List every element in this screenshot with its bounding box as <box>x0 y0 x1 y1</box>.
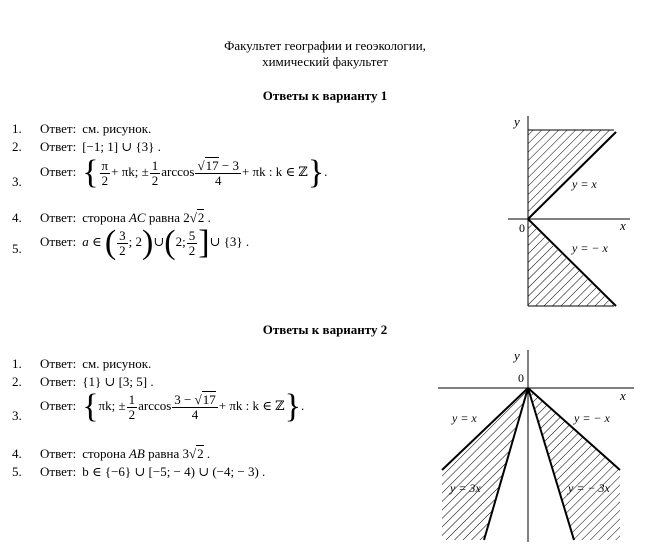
v2-line-y-eq-neg-3x <box>527 387 575 541</box>
variant1-title: Ответы к варианту 1 <box>262 88 388 103</box>
v2-label-y-eq-x: y = x <box>451 411 477 425</box>
v1-upper-line-label: y = x <box>571 177 597 191</box>
v2-label-y-eq-3x: y = 3x <box>449 481 481 495</box>
v2-shaded-left <box>442 388 528 540</box>
faculty-header-line1: Факультет географии и геоэкологии, <box>224 38 426 53</box>
v1-item4-num: 4. <box>12 210 22 225</box>
v2-item3-num: 3. <box>12 408 22 423</box>
v2-label-y-eq-neg-x: y = − x <box>573 411 611 425</box>
v2-item4-num: 4. <box>12 446 22 461</box>
v1-graph: y x 0 y = x y = − x <box>508 114 630 307</box>
v2-item2: Ответ:{1} ∪ [3; 5] . <box>40 374 154 389</box>
v2-x-label: x <box>619 388 626 403</box>
v2-item5-num: 5. <box>12 464 22 479</box>
v1-item3-num: 3. <box>12 174 22 189</box>
v1-shaded-upper <box>528 130 614 217</box>
v2-item1-num: 1. <box>12 356 22 371</box>
v1-item4: Ответ:сторона AC равна 2√2 . <box>40 209 211 225</box>
v1-origin-label: 0 <box>519 221 525 235</box>
v2-line-y-eq-x <box>441 387 529 471</box>
v2-line-y-eq-neg-x <box>527 387 621 471</box>
v1-item1: Ответ:см. рисунок. <box>40 121 152 136</box>
v1-shaded-lower <box>528 221 614 306</box>
v1-line-y-eq-neg-x <box>527 218 617 307</box>
faculty-header-line2: химический факультет <box>262 54 388 69</box>
v1-line-y-eq-x <box>527 131 617 220</box>
v2-origin-label: 0 <box>518 371 524 385</box>
v2-graph: y x 0 y = x y = − x y = 3x y = − 3x <box>438 348 634 542</box>
v2-item4: Ответ:сторона AB равна 3√2 . <box>40 445 211 461</box>
v1-lower-line-label: y = − x <box>571 241 609 255</box>
v1-item5-num: 5. <box>12 241 22 256</box>
v2-y-label: y <box>512 348 520 363</box>
v2-label-y-eq-neg-3x: y = − 3x <box>567 481 611 495</box>
v1-item1-num: 1. <box>12 121 22 136</box>
v2-item2-num: 2. <box>12 374 22 389</box>
v1-x-label: x <box>619 218 626 233</box>
v2-item5: Ответ:b ∈ {−6} ∪ [−5; − 4) ∪ (−4; − 3) . <box>40 464 266 479</box>
v1-item2-num: 2. <box>12 139 22 154</box>
variant2-title: Ответы к варианту 2 <box>262 322 388 337</box>
v2-shaded-right <box>528 388 620 540</box>
v2-line-y-eq-3x <box>483 387 529 541</box>
v1-y-label: y <box>512 114 520 129</box>
v2-item1: Ответ:см. рисунок. <box>40 356 152 371</box>
v1-item2: Ответ:[−1; 1] ∪ {3} . <box>40 139 161 154</box>
